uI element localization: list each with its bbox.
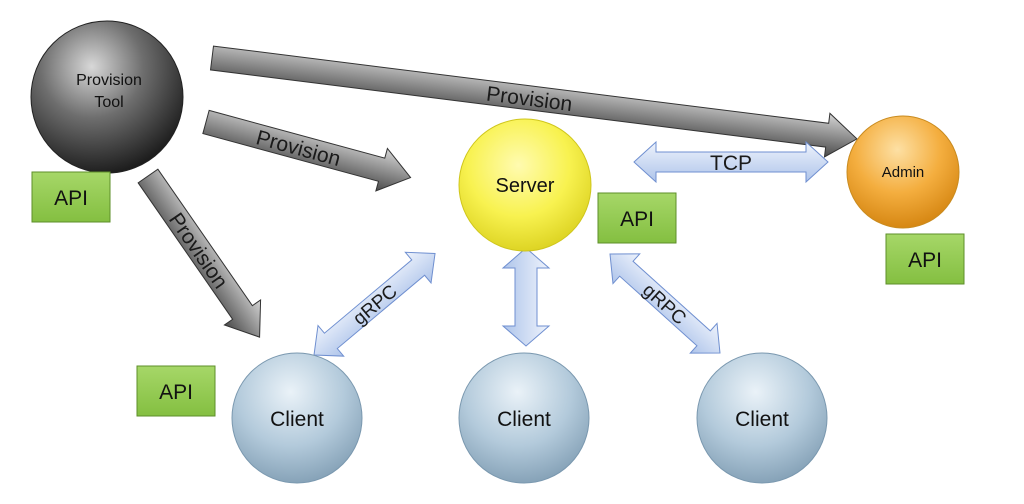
- admin-node: Admin: [846, 115, 960, 229]
- grpc-arrow-server-client-left: gRPC: [313, 251, 436, 357]
- provision-tool-node: Provision Tool: [30, 20, 184, 174]
- api-box-admin: API: [885, 233, 965, 285]
- api-box-provision-tool: API: [31, 171, 111, 223]
- server-node: Server: [458, 118, 592, 252]
- provision-label-admin: Provision: [485, 83, 574, 117]
- server-label: Server: [496, 175, 555, 197]
- provision-tool-label-line2: Tool: [94, 94, 123, 111]
- api-box-client-left: API: [136, 365, 216, 417]
- client-center-node: Client: [458, 352, 590, 484]
- client-left-node: Client: [231, 352, 363, 484]
- vertical-arrow-server-client-center: [501, 247, 551, 347]
- provision-arrow-tool-to-client: Provision: [137, 168, 262, 338]
- client-left-label: Client: [270, 408, 324, 431]
- api-label-client-left: API: [159, 381, 193, 404]
- provision-tool-label-line1: Provision: [76, 72, 142, 89]
- tcp-label: TCP: [710, 152, 752, 175]
- provision-label-server: Provision: [254, 126, 343, 171]
- api-label-provision-tool: API: [54, 187, 88, 210]
- tcp-arrow-server-admin: TCP: [633, 140, 829, 184]
- grpc-arrow-server-client-right: gRPC: [609, 253, 721, 354]
- client-right-node: Client: [696, 352, 828, 484]
- provision-arrow-tool-to-server: Provision: [202, 109, 412, 192]
- client-right-label: Client: [735, 408, 789, 431]
- client-center-label: Client: [497, 408, 551, 431]
- api-label-admin: API: [908, 249, 942, 272]
- provision-label-client: Provision: [164, 209, 232, 293]
- api-label-server: API: [620, 208, 654, 231]
- grpc-label-right: gRPC: [638, 280, 690, 330]
- api-box-server: API: [597, 192, 677, 244]
- admin-label: Admin: [882, 164, 925, 181]
